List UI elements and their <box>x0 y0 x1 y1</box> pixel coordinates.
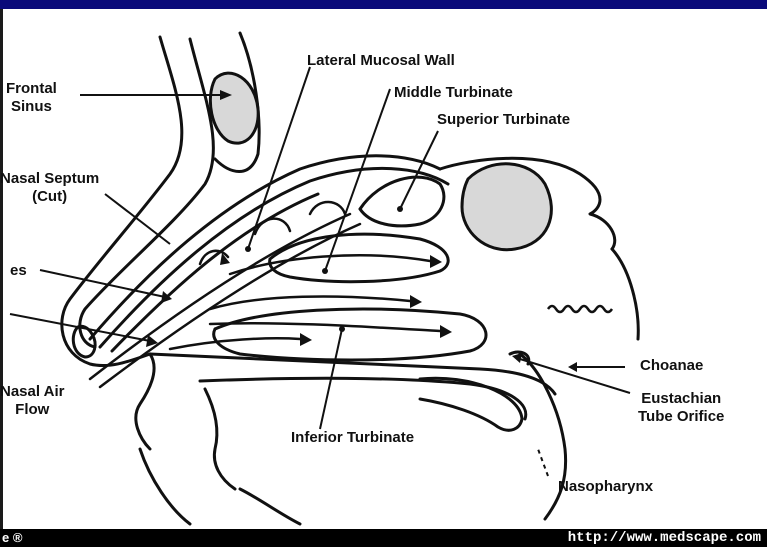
airflow-arrowhead-4 <box>430 255 442 268</box>
label-eustachian-tube: Eustachian Tube Orifice <box>638 390 724 426</box>
leader-nasopharynx <box>538 449 548 476</box>
label-vestibule-partial: es <box>10 262 27 280</box>
label-nasal-air-flow-line2: Flow <box>0 401 64 419</box>
label-nasal-septum-line2: (Cut) <box>0 188 99 206</box>
nose-inner-profile <box>80 39 214 347</box>
leader-vestibule <box>40 270 165 297</box>
frontal-sinus-outline <box>210 73 258 143</box>
airflow-arrowhead-1 <box>410 295 422 308</box>
label-nasal-air-flow-line1: Nasal Air <box>0 383 64 401</box>
label-frontal-sinus-line2: Sinus <box>6 98 57 116</box>
leader-arrowhead-eustachian <box>512 353 522 363</box>
upper-lip <box>136 354 154 449</box>
leader-dot-superior <box>397 206 403 212</box>
footer-url-link[interactable]: http://www.medscape.com <box>568 530 761 546</box>
leader-dot-middle <box>322 268 328 274</box>
soft-palate <box>420 378 522 430</box>
lower-structure <box>140 449 190 524</box>
label-frontal-sinus-line1: Frontal <box>6 80 57 98</box>
leader-arrowhead-choanae <box>568 362 577 372</box>
leader-dot-inferior <box>339 326 345 332</box>
label-eustachian-line1: Eustachian <box>638 390 724 408</box>
label-lateral-mucosal-wall: Lateral Mucosal Wall <box>307 52 455 70</box>
leader-middle-turbinate <box>325 89 390 271</box>
nasal-anatomy-diagram <box>0 9 767 529</box>
airflow-arrow-3 <box>170 338 300 349</box>
airflow-arrowhead-3 <box>300 333 312 346</box>
label-nasal-air-flow: Nasal Air Flow <box>0 383 64 419</box>
label-inferior-turbinate: Inferior Turbinate <box>291 429 414 447</box>
label-superior-turbinate: Superior Turbinate <box>437 111 570 129</box>
label-choanae: Choanae <box>640 357 703 375</box>
label-nasopharynx: Nasopharynx <box>558 478 653 496</box>
airflow-curl-3 <box>310 202 345 214</box>
airflow-arrowhead-2 <box>440 325 452 338</box>
teeth-outline <box>205 389 235 489</box>
airflow-arrow-2 <box>210 323 440 331</box>
chin-line <box>240 489 300 524</box>
posterior-wall <box>612 249 638 339</box>
footer-trademark-text: e ® <box>2 530 22 546</box>
airflow-arrow-1 <box>210 296 410 309</box>
top-title-band <box>0 0 767 9</box>
airflow-curl-2 <box>255 219 290 234</box>
label-frontal-sinus: Frontal Sinus <box>6 80 57 116</box>
label-eustachian-line2: Tube Orifice <box>638 408 724 426</box>
leader-dot-lateral <box>245 246 251 252</box>
superior-turbinate <box>360 177 444 226</box>
label-middle-turbinate: Middle Turbinate <box>394 84 513 102</box>
leader-nasal-septum <box>105 194 170 244</box>
label-nasal-septum-line1: Nasal Septum <box>0 170 99 188</box>
sphenoid-sinus <box>462 164 551 250</box>
label-nasal-septum: Nasal Septum (Cut) <box>0 170 99 206</box>
posterior-mucosa-wave <box>548 306 612 312</box>
